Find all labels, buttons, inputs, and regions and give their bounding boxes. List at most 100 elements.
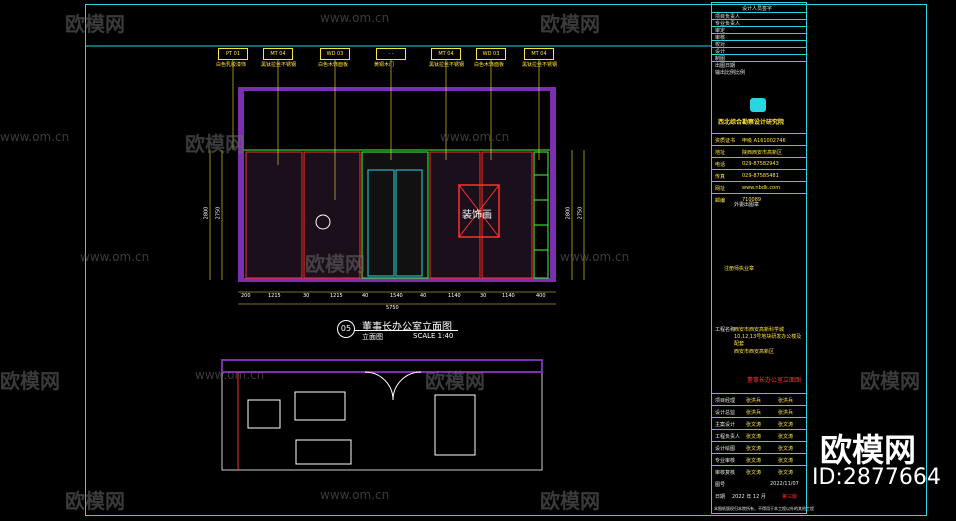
material-tag-note: 白色木饰面板 xyxy=(318,62,349,68)
drawing-title: 董事长办公室立面图 xyxy=(362,322,452,333)
dim-total-label: 5750 xyxy=(386,305,399,311)
dim-left-outer-label: 2800 xyxy=(203,206,210,220)
plan-wall-top xyxy=(221,359,543,373)
dim-segment-label: 1140 xyxy=(502,293,515,299)
watermark-url: www.om.cn xyxy=(0,130,70,144)
wall-light-symbol xyxy=(315,214,331,230)
tb-company: 西北综合勘察设计研究院 xyxy=(718,119,785,126)
tb-signoff-role: 项目经理 xyxy=(715,398,736,404)
tb-info-label: 传真 xyxy=(715,174,726,180)
dim-segment-label: 1215 xyxy=(268,293,281,299)
tb-info-value: 029-87585481 xyxy=(742,173,779,179)
overlay-brand: 欧模网 xyxy=(820,431,917,469)
tb-sign-role: 专业负责人 xyxy=(715,21,741,27)
drawing-number: 05 xyxy=(337,320,355,338)
tb-footer: 本图纸版权归本院所有，不得用于本工程以外的其他工程 xyxy=(714,506,814,511)
tb-signoff-name: 张文涛 xyxy=(746,434,762,440)
material-tag-note: 黑钛拉丝不锈钢 xyxy=(261,62,297,68)
dim-segment-label: 200 xyxy=(241,293,251,299)
door-leaf-right xyxy=(395,169,423,277)
watermark-brand: 欧模网 xyxy=(860,369,920,393)
tb-sign-role: 校对 xyxy=(715,42,726,48)
watermark-url: www.om.cn xyxy=(320,488,390,502)
dim-segment-label: 30 xyxy=(480,293,487,299)
watermark-brand: 欧模网 xyxy=(540,12,600,36)
tb-info-label: 资质证书 xyxy=(715,138,736,144)
tb-signoff-row: 设计绘图 张文涛 张文涛 xyxy=(712,441,806,454)
wall-panel-3 xyxy=(429,151,481,279)
tb-version: 第三版 xyxy=(782,494,798,500)
tb-signoff-name: 张洪兵 xyxy=(746,410,762,416)
material-tag-note: 黑钛拉丝不锈钢 xyxy=(522,62,558,68)
plan-armchair-left xyxy=(247,399,281,429)
tb-signoff-row: 审核复核张文涛张文涛 xyxy=(712,465,806,478)
tb-signoff-signature: 张文涛 xyxy=(778,422,794,428)
tb-info-value: www.nbdk.com xyxy=(742,185,781,191)
tb-sign-role: 出图日期 xyxy=(715,63,736,69)
tb-signoff-signature: 张洪兵 xyxy=(778,410,794,416)
shelf-column xyxy=(533,151,549,279)
company-logo-icon xyxy=(750,98,766,112)
ceiling-slab xyxy=(238,87,556,91)
tb-signoff-signature: 张文涛 xyxy=(778,434,794,440)
tb-sign-row: 制图 xyxy=(712,54,806,62)
material-tag: MT 04 xyxy=(524,48,554,60)
dim-right-outer-label: 2750 xyxy=(577,206,584,220)
watermark-brand: 欧模网 xyxy=(65,12,125,36)
tb-sign-role: 制图 xyxy=(715,56,726,62)
dim-segment-label: 1540 xyxy=(390,293,403,299)
wall-panel-2 xyxy=(303,151,361,279)
tb-sign-row: 校对 xyxy=(712,40,806,48)
wall-panel-1 xyxy=(245,151,303,279)
tb-sign-role: 审核 xyxy=(715,35,726,41)
material-tag: WD 03 xyxy=(320,48,350,60)
tb-signoff-name: 张文涛 xyxy=(746,458,762,464)
watermark-url: www.om.cn xyxy=(80,250,150,264)
watermark-brand: 欧模网 xyxy=(0,369,60,393)
watermark-brand: 欧模网 xyxy=(540,489,600,513)
tb-signoff-role: 工程负责人 xyxy=(715,434,741,440)
watermark-url: www.om.cn xyxy=(320,11,390,25)
tb-signoff-row: 工程负责人张文涛张文涛 xyxy=(712,429,806,442)
plan-sofa xyxy=(294,391,346,421)
dim-segment-label: 30 xyxy=(303,293,310,299)
tb-signoff-signature: 张文涛 xyxy=(778,446,794,452)
tb-sign-row: 出图日期 xyxy=(712,61,806,69)
tb-project-label: 工程名称 xyxy=(715,327,736,333)
drawing-scale: SCALE 1:40 xyxy=(413,332,454,340)
tb-signoff-role: 设计绘图 xyxy=(715,446,736,452)
tb-info-value: 甲级 A161002746 xyxy=(742,138,786,144)
tb-sheet-no: 2022/11/07 xyxy=(770,481,799,487)
tb-signoff-row: 主案设计张文涛张文涛 xyxy=(712,417,806,430)
watermark-url: www.om.cn xyxy=(195,368,265,382)
tb-signoff-role: 审核复核 xyxy=(715,470,736,476)
tb-signoff-name: 张文涛 xyxy=(746,446,762,452)
left-wall xyxy=(238,91,244,278)
tb-sign-row: 专业负责人 xyxy=(712,19,806,27)
drawing-sheet-frame xyxy=(85,4,927,516)
material-tag: - - xyxy=(376,48,406,60)
tb-signoff-signature: 张文涛 xyxy=(778,458,794,464)
dim-right-inner-label: 2800 xyxy=(565,206,572,220)
tb-sign-role: 设计 xyxy=(715,49,726,55)
tb-header: 设计人员签字 xyxy=(742,6,773,12)
right-wall xyxy=(550,91,556,278)
watermark-brand: 欧模网 xyxy=(65,489,125,513)
material-tag-note: 黑钛拉丝不锈钢 xyxy=(429,62,465,68)
painting-diag-2 xyxy=(458,184,500,238)
dim-segment-label: 1140 xyxy=(448,293,461,299)
plan-door-swing-right xyxy=(392,371,422,401)
tb-signoff-name: 张文涛 xyxy=(746,422,762,428)
tb-info-value: 陕西西安市高新区 xyxy=(742,150,783,156)
dim-left-inner-label: 2750 xyxy=(215,206,222,220)
watermark-brand: 欧模网 xyxy=(305,252,365,276)
tb-sign-role: 审定 xyxy=(715,28,726,34)
tb-info-label: 邮编 xyxy=(715,198,726,204)
tb-date: 2022 年 12 月 xyxy=(732,494,766,500)
door-leaf-left xyxy=(367,169,395,277)
tb-sign-row: 审定 xyxy=(712,26,806,34)
material-tag: MT 04 xyxy=(431,48,461,60)
